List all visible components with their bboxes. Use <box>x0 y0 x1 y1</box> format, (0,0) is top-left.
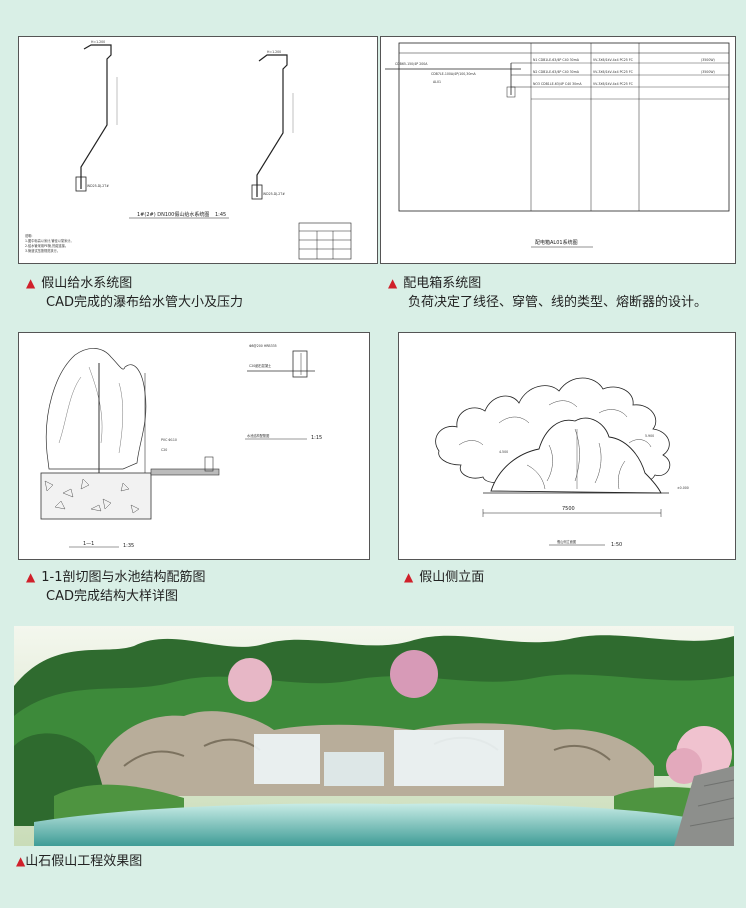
svg-text:WD25-DJ-2T#: WD25-DJ-2T# <box>87 184 109 188</box>
svg-text:AL01: AL01 <box>433 80 441 84</box>
elevation-dimension: 7500 <box>562 506 575 512</box>
svg-text:N1 CDB1LE-63/4P C40 30mA: N1 CDB1LE-63/4P C40 30mA <box>533 58 580 62</box>
svg-text:H=1.200: H=1.200 <box>91 40 105 44</box>
svg-text:C20: C20 <box>161 448 167 452</box>
svg-text:NO3 CDB1LE-63/4P C40 30mA: NO3 CDB1LE-63/4P C40 30mA <box>533 82 582 86</box>
svg-text:4.500: 4.500 <box>499 450 508 454</box>
red-triangle-icon: ▲ <box>16 854 26 868</box>
svg-text:说明:: 说明: <box>25 233 32 238</box>
svg-text:5.900: 5.900 <box>645 434 654 438</box>
red-triangle-icon: ▲ <box>388 276 398 290</box>
section-detail-scale: 1:15 <box>311 435 322 441</box>
distribution-drawing-title: 配电箱AL01系统图 <box>535 239 578 246</box>
water-supply-drawing-title: 1#(2#) DN100假山给水系统图 <box>137 211 209 218</box>
svg-text:3.管道试压按规范执行。: 3.管道试压按规范执行。 <box>25 248 60 253</box>
svg-text:(3500W): (3500W) <box>701 70 715 74</box>
svg-text:VV-3X6/1kV-4x4 PC25 FC: VV-3X6/1kV-4x4 PC25 FC <box>593 58 634 62</box>
svg-text:CDB65-150/4P 200A: CDB65-150/4P 200A <box>395 62 428 66</box>
section-drawing: PVC Φ110 C20 Φ8@200 HRB335 C20细石混凝土 水池结构… <box>18 332 370 560</box>
red-triangle-icon: ▲ <box>404 570 414 584</box>
distribution-box-drawing: CDB65-150/4P 200A CDB7LE-100A/4P/100,30m… <box>380 36 736 264</box>
svg-text:(3500W): (3500W) <box>701 58 715 62</box>
section-drawing-title: 1—1 <box>83 541 94 547</box>
svg-text:±0.000: ±0.000 <box>677 486 689 490</box>
svg-text:C20细石混凝土: C20细石混凝土 <box>249 363 272 368</box>
water-supply-drawing: H=1.200 H=1.200 WD25-DJ-2T# WD25-DJ-2T# … <box>18 36 378 264</box>
svg-text:Φ8@200 HRB335: Φ8@200 HRB335 <box>249 344 277 348</box>
svg-text:H=1.200: H=1.200 <box>267 50 281 54</box>
elevation-caption: ▲假山侧立面 <box>404 570 485 585</box>
svg-text:1.图中标高以米计,管径以毫米计。: 1.图中标高以米计,管径以毫米计。 <box>25 238 74 243</box>
svg-text:VV-3X6/1kV-4x4 PC25 FC: VV-3X6/1kV-4x4 PC25 FC <box>593 70 634 74</box>
svg-text:VV-3X6/1kV-4x4 PC25 FC: VV-3X6/1kV-4x4 PC25 FC <box>593 82 634 86</box>
elevation-drawing: 7500 4.500 5.900 ±0.000 假山侧立面图 1:50 <box>398 332 736 560</box>
svg-text:水池结构配筋图: 水池结构配筋图 <box>247 433 269 438</box>
svg-text:假山侧立面图: 假山侧立面图 <box>557 539 576 544</box>
svg-text:PVC Φ110: PVC Φ110 <box>161 438 177 442</box>
rendering-caption: ▲山石假山工程效果图 <box>16 854 143 869</box>
svg-text:CDB7LE-100A/4P/100,30mA: CDB7LE-100A/4P/100,30mA <box>431 72 476 76</box>
rockery-rendering <box>14 626 734 846</box>
red-triangle-icon: ▲ <box>26 276 36 290</box>
distribution-caption: ▲配电箱系统图 负荷决定了线径、穿管、线的类型、熔断器的设计。 <box>388 276 708 310</box>
water-supply-caption: ▲假山给水系统图 CAD完成的瀑布给水管大小及压力 <box>26 276 243 310</box>
svg-text:2.给水管采用PE管,热熔连接。: 2.给水管采用PE管,热熔连接。 <box>25 243 68 248</box>
elevation-drawing-scale: 1:50 <box>611 542 622 548</box>
section-drawing-scale: 1:35 <box>123 543 134 549</box>
svg-text:N2 CDB1LE-63/4P C40 30mA: N2 CDB1LE-63/4P C40 30mA <box>533 70 580 74</box>
section-caption: ▲1-1剖切图与水池结构配筋图 CAD完成结构大样详图 <box>26 570 206 604</box>
water-supply-drawing-scale: 1:45 <box>215 212 226 218</box>
red-triangle-icon: ▲ <box>26 570 36 584</box>
svg-text:WD25-DJ-2T#: WD25-DJ-2T# <box>263 192 285 196</box>
